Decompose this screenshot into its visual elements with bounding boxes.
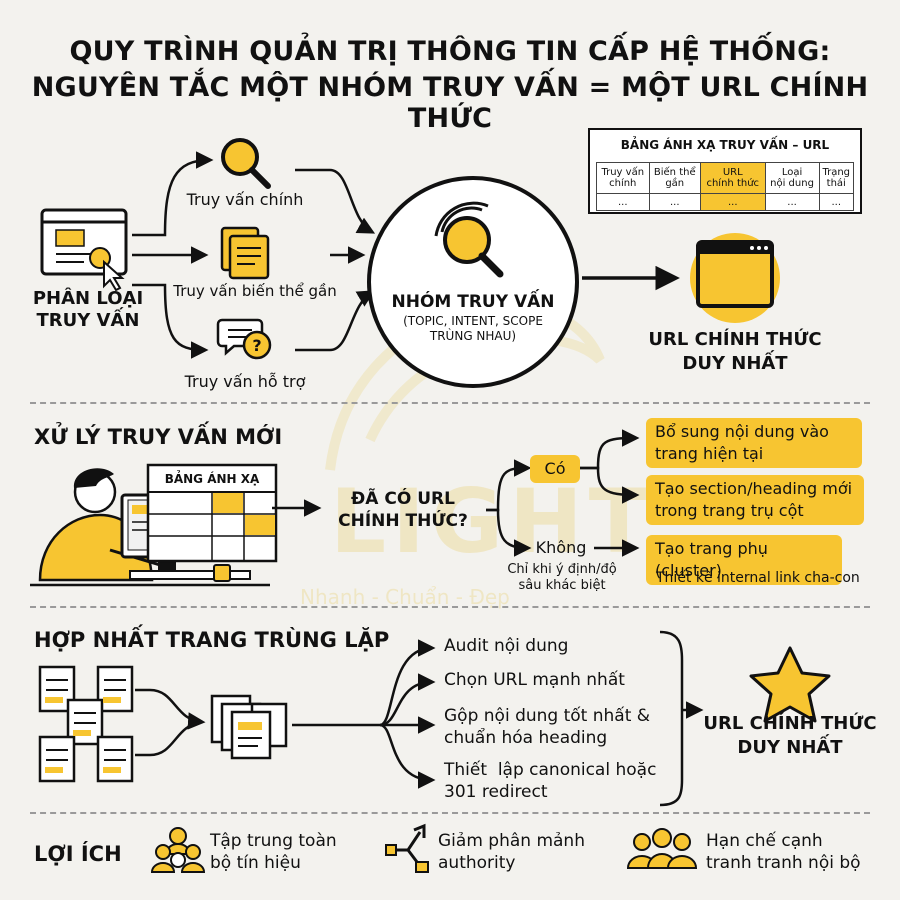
classify-label: PHÂN LOẠI TRUY VẤN — [28, 288, 148, 332]
option1-line2: trang hiện tại — [655, 444, 764, 463]
section-divider-3 — [30, 812, 870, 814]
step4-line1: Thiết lập canonical hoặc — [444, 760, 657, 780]
question-line1: ĐÃ CÓ URL — [351, 489, 455, 509]
page-title-line2: NGUYÊN TẮC MỘT NHÓM TRUY VẤN = MỘT URL C… — [31, 72, 869, 134]
step4-line2: 301 redirect — [444, 782, 548, 802]
benefit-authority: Giảm phân mảnh authority — [438, 830, 585, 874]
table-cell: ... — [818, 193, 855, 211]
group-title: NHÓM TRUY VẤN — [391, 292, 555, 312]
merge-step-combine: Gộp nội dung tốt nhất & chuẩn hóa headin… — [444, 705, 650, 749]
branch-support-label: Truy vấn hỗ trợ — [184, 372, 306, 391]
merge-connectors — [135, 630, 704, 807]
chat-question-icon: ? — [216, 318, 272, 360]
group-sub-line2: TRÙNG NHAU) — [429, 329, 517, 343]
browser-window-icon — [690, 233, 780, 323]
benefit2-line1: Giảm phân mảnh — [438, 831, 585, 851]
mapping-table-title: BẢNG ÁNH XẠ TRUY VẤN – URL — [620, 138, 830, 152]
merge-result-line2: DUY NHẤT — [737, 737, 843, 758]
option-extend-page: Bổ sung nội dung vào trang hiện tại — [646, 418, 862, 468]
option-cluster-page: Tạo trang phụ (cluster) — [646, 535, 842, 585]
option1-line1: Bổ sung nội dung vào — [655, 422, 829, 441]
document-stack-icon — [210, 694, 288, 760]
answer-no-note: Chỉ khi ý định/độ sâu khác biệt — [492, 562, 632, 594]
merge-step-audit: Audit nội dung — [444, 636, 569, 656]
answer-yes-badge: Có — [530, 455, 580, 483]
benefit-signals: Tập trung toàn bộ tín hiệu — [210, 830, 337, 874]
branch-main-label: Truy vấn chính — [186, 190, 304, 209]
question-label: ĐÃ CÓ URL CHÍNH THỨC? — [318, 488, 488, 532]
merge-result-line1: URL CHÍNH THỨC — [703, 713, 877, 734]
section-new-query-heading: XỬ LÝ TRUY VẤN MỚI — [34, 425, 283, 449]
section-merge-heading: HỢP NHẤT TRANG TRÙNG LẶP — [34, 628, 390, 652]
search-icon — [221, 138, 271, 189]
group-icon — [626, 828, 698, 869]
duplicate-pages-icon — [38, 665, 134, 783]
new-query-connectors — [272, 429, 640, 557]
svg-text:?: ? — [252, 336, 261, 355]
benefit3-line1: Hạn chế cạnh — [706, 831, 823, 851]
step3-line2: chuẩn hóa heading — [444, 728, 608, 748]
documents-icon — [220, 226, 270, 280]
watermark-brand: LIGHT — [330, 470, 655, 573]
query-group-circle — [367, 176, 579, 388]
group-subtitle: (TOPIC, INTENT, SCOPE TRÙNG NHAU) — [378, 314, 568, 344]
classify-connectors — [132, 151, 376, 359]
table-row: ... ... ... ... ... — [596, 193, 855, 211]
classify-line2: TRUY VẤN — [36, 310, 140, 331]
benefit2-line2: authority — [438, 853, 516, 873]
magnifier-icon — [434, 201, 504, 278]
cluster-note: Thiết kế internal link cha-con — [656, 570, 860, 586]
option2-line2: trong trang trụ cột — [655, 501, 804, 520]
merge-step-choose-url: Chọn URL mạnh nhất — [444, 670, 625, 690]
merge-result-label: URL CHÍNH THỨC DUY NHẤT — [700, 712, 880, 760]
branch-variant-label: Truy vấn biến thể gần — [173, 282, 337, 300]
table-cell: ... — [764, 193, 820, 211]
watermark-tagline: Nhanh - Chuẩn - Đẹp — [300, 585, 510, 609]
canonical-url-line2: DUY NHẤT — [682, 353, 788, 374]
no-note-line1: Chỉ khi ý định/độ — [507, 562, 617, 577]
table-cell-highlighted: ... — [699, 193, 766, 211]
canonical-url-label: URL CHÍNH THỨC DUY NHẤT — [640, 328, 830, 376]
table-cell: ... — [596, 193, 650, 211]
no-note-line2: sâu khác biệt — [518, 578, 606, 593]
team-icon — [150, 827, 206, 873]
canonical-url-line1: URL CHÍNH THỨC — [648, 329, 822, 350]
option-new-section: Tạo section/heading mới trong trang trụ … — [646, 475, 864, 525]
page-title-line1: QUY TRÌNH QUẢN TRỊ THÔNG TIN CẤP HỆ THỐN… — [69, 36, 831, 67]
table-cell: ... — [648, 193, 701, 211]
section-divider-2 — [30, 606, 870, 608]
mapping-board — [146, 463, 278, 563]
mapping-board-title: BẢNG ÁNH XẠ — [164, 472, 260, 486]
section-divider-1 — [30, 402, 870, 404]
benefit-cannibalization: Hạn chế cạnh tranh tranh nội bộ — [706, 830, 861, 874]
split-arrows-icon — [385, 823, 429, 873]
option2-line1: Tạo section/heading mới — [655, 479, 853, 498]
group-sub-line1: (TOPIC, INTENT, SCOPE — [403, 314, 543, 328]
merge-step-canonical: Thiết lập canonical hoặc 301 redirect — [444, 759, 656, 803]
classify-line1: PHÂN LOẠI — [32, 288, 144, 309]
question-line2: CHÍNH THỨC? — [338, 511, 468, 531]
benefit1-line2: bộ tín hiệu — [210, 853, 301, 873]
browser-click-icon — [40, 208, 128, 292]
benefits-heading: LỢI ÍCH — [34, 842, 122, 866]
benefit1-line1: Tập trung toàn — [210, 831, 337, 851]
step3-line1: Gộp nội dung tốt nhất & — [444, 706, 651, 726]
star-icon — [749, 646, 831, 723]
answer-no-label: Không — [535, 538, 587, 557]
benefit3-line2: tranh tranh nội bộ — [706, 853, 861, 873]
